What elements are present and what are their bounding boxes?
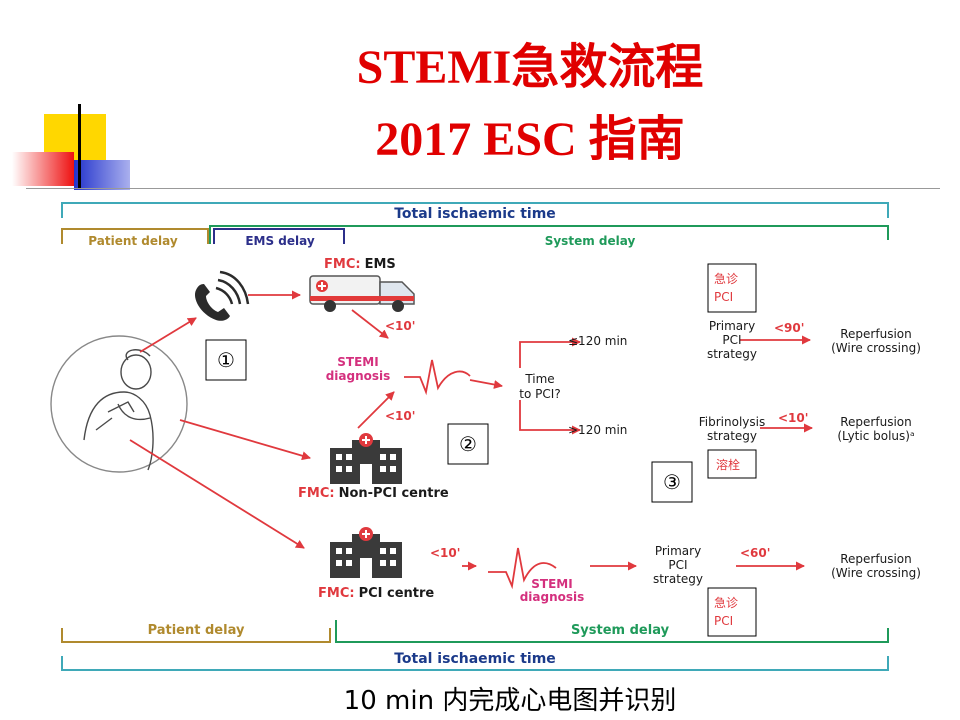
system-delay-top: System delay [545,234,636,248]
phone-icon [194,270,250,321]
label-fib-10min: <10' [778,411,808,425]
reperfusion-lytic-2: (Lytic bolus)ᵃ [837,429,914,443]
fibrinolysis-1: Fibrinolysis [699,415,765,429]
label-90min: <90' [774,321,804,335]
fmc-ems-label: EMS [365,257,396,272]
timeline-top: Total ischaemic time Patient delay EMS d… [61,202,889,248]
primary-pci-top-2: PCI [722,333,741,347]
label-pci-centre-10min: <10' [430,546,460,560]
label-ems-10min: <10' [385,319,415,333]
thrombolysis-box: 溶栓 [707,449,757,479]
svg-text:FMC:Non-PCI centre: FMC: Non-PCI centre [298,486,449,501]
patient-delay-bottom: Patient delay [148,623,245,638]
ecg-wave-middle [404,359,471,396]
primary-pci-top-1: Primary [709,319,755,333]
fmc-nonpci-prefix: FMC: [298,486,335,501]
stemi-bottom-line2: diagnosis [520,590,585,604]
reperfusion-lytic-1: Reperfusion [840,415,911,429]
primary-pci-bottom-1: Primary [655,544,701,558]
svg-text:②: ② [459,432,477,456]
fibrinolysis-2: strategy [707,429,757,443]
annotation-box-3: ③ [651,461,693,503]
total-ischaemic-time-bottom: Total ischaemic time [394,651,556,667]
svg-text:溶栓: 溶栓 [716,457,740,472]
hospital-pci-icon [330,527,402,578]
label-60min: <60' [740,546,770,560]
time-to-pci-line1: Time [524,372,554,386]
hospital-non-pci-icon [330,433,402,484]
primary-pci-bottom-3: strategy [653,572,703,586]
stemi-diagnosis-line1: STEMI [337,355,378,369]
stemi-bottom-line1: STEMI [531,577,572,591]
svg-text:FMC:EMS: FMC: EMS [324,257,396,272]
svg-text:PCI: PCI [714,614,733,628]
le-120-min: ≤120 min [568,334,627,348]
primary-pci-top-3: strategy [707,347,757,361]
page-title-line2: 2017 ESC 指南 [375,113,685,166]
gt-120-min: >120 min [568,423,627,437]
svg-text:①: ① [217,348,235,372]
er-pci-box-top: 急诊 PCI [707,263,757,313]
decor-horizontal-line [26,188,940,189]
svg-text:③: ③ [663,470,681,494]
ems-delay-top: EMS delay [245,234,315,248]
svg-text:急诊: 急诊 [714,271,738,286]
reperfusion-wire-2: (Wire crossing) [831,341,921,355]
caption: 10 min 内完成心电图并识别 [343,686,677,716]
svg-text:FMC:PCI centre: FMC: PCI centre [318,586,434,601]
reperfusion-wire-1: Reperfusion [840,327,911,341]
ambulance-icon [309,275,415,312]
svg-text:急诊: 急诊 [714,595,738,610]
ecg-wave-bottom [488,547,557,590]
fmc-pci-label: PCI centre [359,586,435,601]
er-pci-box-bottom: 急诊 PCI [707,587,757,637]
total-ischaemic-time-top: Total ischaemic time [394,206,556,222]
primary-pci-bottom-2: PCI [668,558,687,572]
label-nonpci-10min: <10' [385,409,415,423]
annotation-box-2: ② [447,423,489,465]
decor-blue-square [74,160,130,190]
fmc-pci-prefix: FMC: [318,586,355,601]
fmc-nonpci-label: Non-PCI centre [339,486,449,501]
time-to-pci-line2: to PCI? [519,387,560,401]
reperfusion-bottom-2: (Wire crossing) [831,566,921,580]
svg-text:PCI: PCI [714,290,733,304]
patient-chest-pain-icon [50,335,188,473]
decor-vertical-line [78,104,81,188]
fmc-ems-prefix: FMC: [324,257,361,272]
stemi-diagnosis-line2: diagnosis [326,369,391,383]
reperfusion-bottom-1: Reperfusion [840,552,911,566]
decor-red-bar [12,152,74,186]
flow-arrows [129,290,813,571]
annotation-box-1: ① [205,339,247,381]
system-delay-bottom: System delay [571,623,670,638]
timeline-bottom: Patient delay System delay Total ischaem… [61,620,889,671]
page-title-line1: STEMI急救流程 [356,41,704,94]
patient-delay-top: Patient delay [88,234,178,248]
